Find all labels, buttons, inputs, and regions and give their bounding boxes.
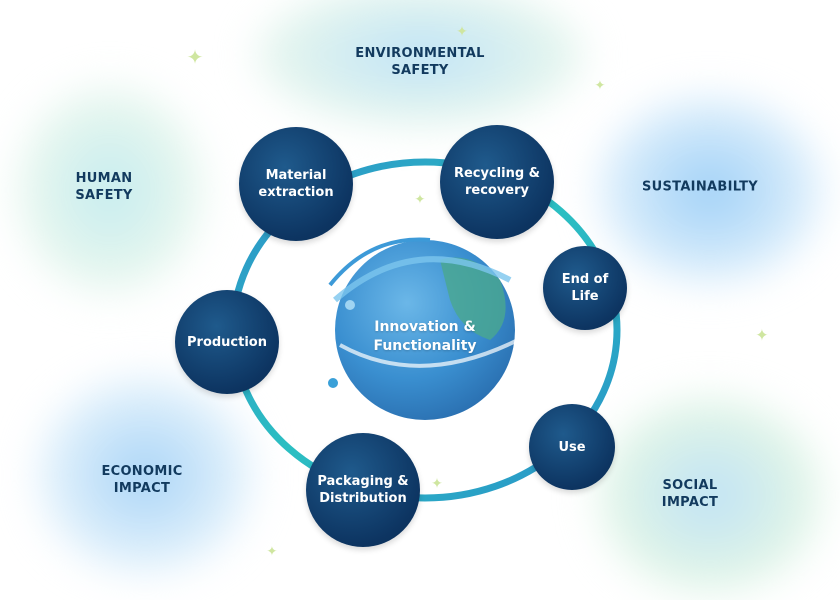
impact-line: ECONOMIC — [101, 464, 183, 479]
impact-environmental-safety: ENVIRONMENTAL SAFETY — [355, 45, 484, 79]
center-line: Functionality — [373, 338, 477, 354]
impact-line: IMPACT — [113, 481, 171, 496]
bg-glow — [590, 390, 830, 600]
stage-packaging-distribution: Packaging & Distribution — [306, 433, 420, 547]
bg-glow — [30, 370, 260, 580]
impact-line: IMPACT — [661, 495, 719, 510]
center-label: Innovation & Functionality — [373, 318, 476, 356]
stage-line: Recycling & — [453, 166, 541, 181]
globe-icon — [328, 237, 547, 420]
impact-line: SAFETY — [391, 63, 449, 78]
stage-line: Packaging & — [317, 474, 409, 489]
stage-end-of-life: End of Life — [543, 246, 627, 330]
sparkle-icon: ✦ — [266, 544, 278, 560]
sparkle-icon: ✦ — [186, 45, 204, 69]
impact-line: ENVIRONMENTAL — [355, 46, 485, 61]
sparkle-icon: ✦ — [755, 325, 769, 345]
bg-glow — [590, 90, 830, 290]
stage-line: Material — [265, 168, 327, 183]
stage-use: Use — [529, 404, 615, 490]
impact-line: SUSTAINABILTY — [641, 179, 759, 195]
stage-line: Use — [558, 439, 586, 455]
stage-line: Production — [187, 334, 267, 350]
sparkle-icon: ✦ — [414, 192, 426, 208]
center-line: Innovation & — [374, 319, 476, 335]
bg-glow — [10, 80, 210, 300]
impact-human-safety: HUMAN SAFETY — [75, 170, 132, 204]
stage-recycling-recovery: Recycling & recovery — [440, 125, 554, 239]
sparkle-icon: ✦ — [594, 78, 606, 94]
impact-line: HUMAN — [75, 171, 133, 186]
impact-economic: ECONOMIC IMPACT — [101, 463, 182, 497]
sparkle-icon: ✦ — [431, 476, 443, 492]
stage-production: Production — [175, 290, 279, 394]
stage-line: End of — [561, 272, 609, 287]
impact-line: SAFETY — [75, 188, 133, 203]
stage-material-extraction: Material extraction — [239, 127, 353, 241]
stage-line: recovery — [464, 183, 530, 198]
impact-social: SOCIAL IMPACT — [662, 477, 718, 511]
stage-line: extraction — [258, 185, 334, 200]
impact-line: SOCIAL — [662, 478, 718, 493]
bg-glow — [250, 0, 590, 130]
impact-sustainability: SUSTAINABILTY — [642, 179, 758, 196]
stage-line: Distribution — [319, 491, 407, 506]
stage-line: Life — [571, 289, 599, 304]
sparkle-icon: ✦ — [456, 24, 468, 40]
